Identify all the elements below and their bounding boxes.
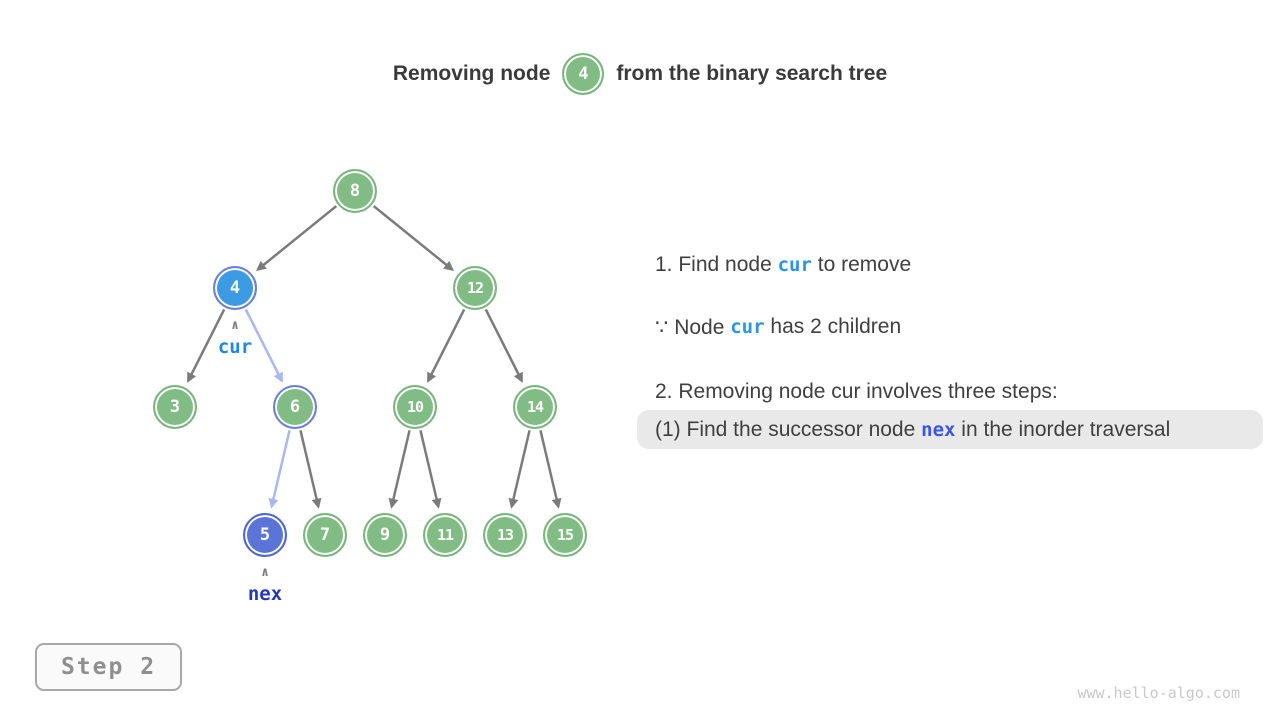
- step-badge-label: Step 2: [60, 654, 157, 680]
- tree-node-value: 10: [406, 398, 424, 416]
- tree-edge-12-10: [426, 308, 466, 383]
- tree-node-value: 3: [169, 397, 181, 417]
- tree-node-8: 8: [333, 169, 377, 213]
- tree-node-value: 12: [466, 279, 484, 297]
- tree-node-value: 13: [496, 526, 514, 544]
- note-text: has 2 children: [764, 315, 902, 338]
- tree-edge-8-4: [255, 205, 338, 272]
- tree-node-13: 13: [483, 513, 527, 557]
- tree-node-4: 4: [213, 266, 257, 310]
- tree-edge-14-13: [508, 430, 531, 509]
- tree-node-value: 6: [289, 397, 301, 417]
- title-suffix: from the binary search tree: [616, 62, 888, 85]
- tree-node-9: 9: [363, 513, 407, 557]
- note-text: 1. Find node: [655, 253, 778, 276]
- tree-node-value: 14: [526, 398, 544, 416]
- tree-node-value: 9: [379, 525, 391, 545]
- pointer-caret-icon: ∧: [261, 565, 269, 580]
- tree-node-value: 4: [229, 278, 241, 298]
- note-text: 2. Removing node cur involves three step…: [655, 380, 1058, 403]
- note-keyword-cur: cur: [730, 316, 765, 338]
- pointer-caret-icon: ∧: [231, 318, 239, 333]
- note-text: (1) Find the successor node: [655, 417, 922, 441]
- note-line-2: ∵ Node cur has 2 children: [655, 313, 901, 341]
- tree-edge-10-9: [388, 430, 411, 509]
- tree-edge-8-12: [372, 205, 455, 272]
- tree-node-3: 3: [153, 385, 197, 429]
- tree-node-value: 5: [259, 525, 271, 545]
- tree-node-value: 11: [436, 526, 454, 544]
- note-keyword-nex: nex: [921, 418, 956, 441]
- tree-node-value: 8: [349, 181, 361, 201]
- tree-node-11: 11: [423, 513, 467, 557]
- step-badge: Step 2: [35, 643, 182, 691]
- note-keyword-cur: cur: [777, 254, 812, 276]
- title-node-circle: 4: [562, 53, 605, 95]
- note-line-3: 2. Removing node cur involves three step…: [655, 378, 1058, 406]
- tree-node-15: 15: [543, 513, 587, 557]
- page-title: Removing node 4 from the binary search t…: [0, 52, 1280, 96]
- tree-node-10: 10: [393, 385, 437, 429]
- pointer-label-nex: nex: [247, 583, 283, 605]
- title-prefix: Removing node: [392, 62, 551, 85]
- tree-node-7: 7: [303, 513, 347, 557]
- tree-node-6: 6: [273, 385, 317, 429]
- note-text: in the inorder traversal: [955, 417, 1171, 441]
- tree-node-value: 7: [319, 525, 331, 545]
- tree-node-14: 14: [513, 385, 557, 429]
- tree-node-5: 5: [243, 513, 287, 557]
- tree-edge-10-11: [419, 430, 442, 509]
- note-text: to remove: [811, 253, 912, 276]
- watermark: www.hello-algo.com: [1077, 684, 1240, 702]
- tree-node-value: 15: [556, 526, 574, 544]
- tree-node-12: 12: [453, 266, 497, 310]
- tree-edge-14-15: [539, 430, 562, 509]
- tree-edge-6-5: [268, 430, 291, 509]
- tree-edge-6-7: [299, 430, 322, 509]
- note-text: ∵ Node: [655, 315, 731, 339]
- note-line-4: (1) Find the successor node nex in the i…: [637, 410, 1263, 449]
- title-node-value: 4: [578, 64, 589, 84]
- tree-edge-12-14: [484, 308, 524, 383]
- note-line-1: 1. Find node cur to remove: [655, 251, 911, 279]
- pointer-label-cur: cur: [217, 336, 253, 358]
